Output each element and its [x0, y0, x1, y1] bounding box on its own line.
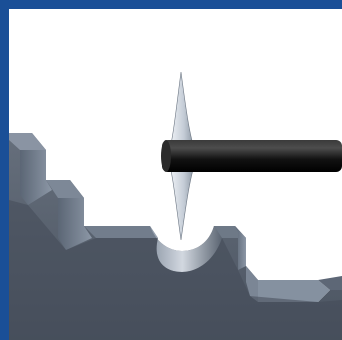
tool-rod: [162, 140, 342, 172]
rod-end-cap: [161, 140, 171, 172]
groove-left-shoulder: [84, 226, 158, 238]
